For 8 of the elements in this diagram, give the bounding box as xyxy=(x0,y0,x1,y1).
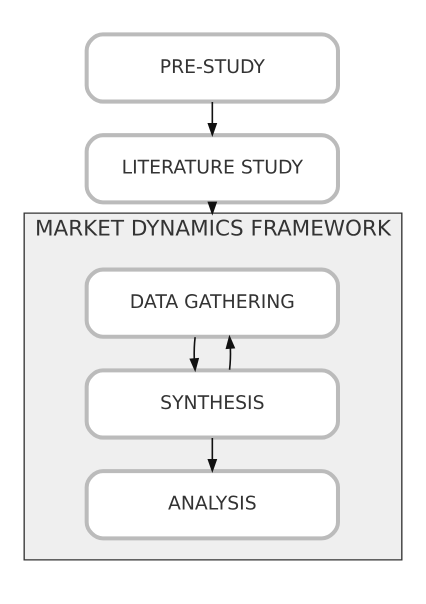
node-box: DATA GATHERING xyxy=(84,267,340,338)
node-box: ANALYSIS xyxy=(84,468,340,540)
arrow xyxy=(207,102,218,137)
arrow xyxy=(226,334,236,370)
node-box: SYNTHESIS xyxy=(84,368,340,440)
arrow xyxy=(189,336,200,372)
arrow xyxy=(207,437,218,472)
node-box: PRE-STUDY xyxy=(84,32,340,104)
